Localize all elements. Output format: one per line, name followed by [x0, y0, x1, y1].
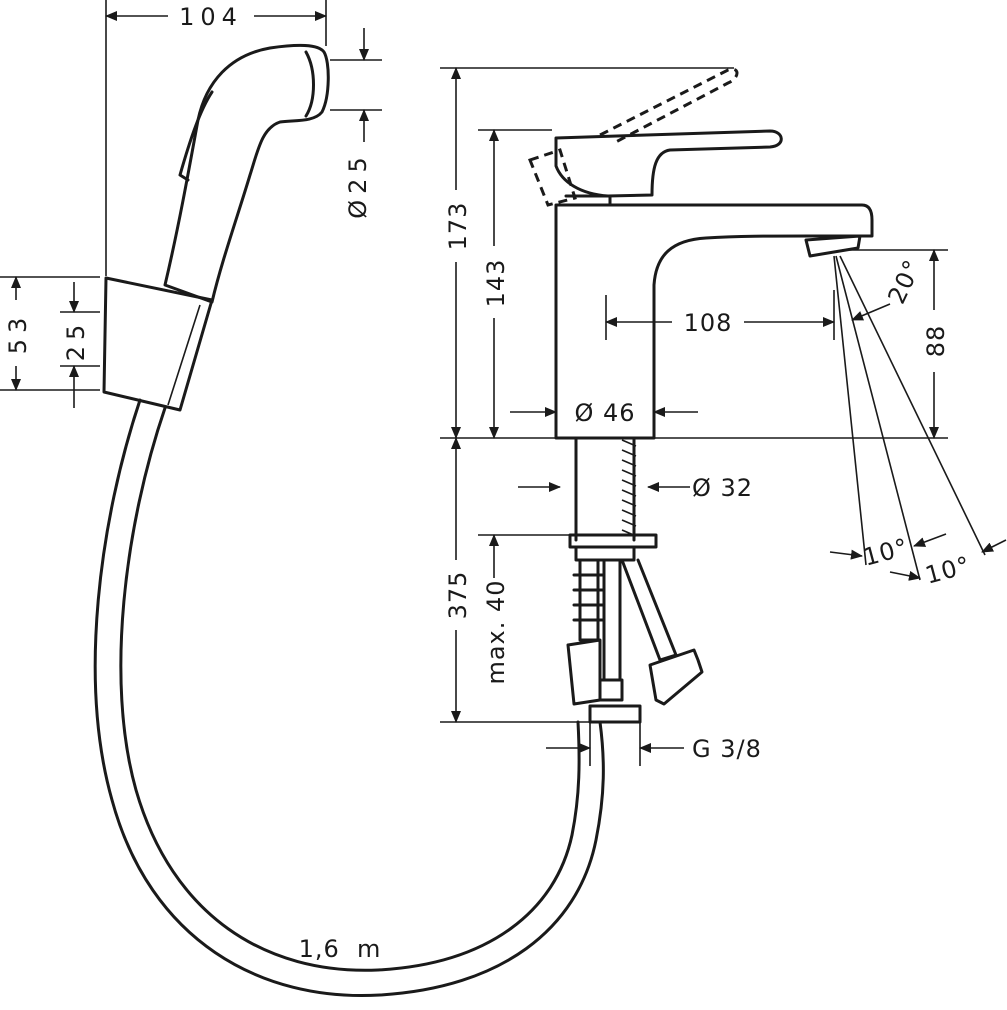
dim-10b-right [981, 539, 1007, 553]
label-spray-diameter: Ø25 [344, 151, 372, 218]
faucet [528, 67, 874, 440]
label-spray-angle: 20° [882, 255, 927, 308]
label-max-thickness: max. 40 [482, 579, 510, 684]
label-connection: G 3/8 [692, 735, 762, 763]
label-shank-length: 375 [444, 571, 472, 620]
dim-10a-left [829, 549, 863, 560]
label-hose-length: 1,6 m [299, 935, 382, 963]
lever-raised [528, 67, 739, 207]
label-angle-a: 10° [860, 533, 911, 572]
hose [93, 398, 605, 998]
spray-holder [102, 276, 214, 412]
label-spout-height: 88 [922, 325, 950, 358]
spray-head-detail [178, 50, 315, 182]
spray-head [163, 43, 330, 304]
aerator [804, 234, 862, 258]
hand-spray [102, 43, 330, 412]
spray-holder-edge [167, 304, 201, 406]
label-height-spout: 143 [482, 259, 510, 308]
connector-left [566, 638, 602, 706]
dim-10b-left [889, 570, 921, 581]
shank [574, 436, 636, 542]
hose-outer [93, 398, 605, 998]
spray-line-2 [835, 255, 921, 581]
shank-assembly [566, 436, 704, 724]
label-holder-inner: 25 [62, 319, 90, 362]
hose-inner [119, 406, 581, 972]
label-base-diameter: Ø 46 [574, 399, 635, 427]
connector-right [648, 648, 704, 706]
label-spray-width: 104 [179, 3, 243, 31]
dimension-lines [0, 0, 1007, 766]
supply-hose-center [602, 558, 622, 682]
labels: 104 Ø25 53 25 173 143 108 88 20° Ø 46 Ø … [4, 3, 974, 963]
spray-angle-lines [833, 255, 986, 581]
shank-thread [621, 439, 637, 537]
label-holder-height: 53 [4, 312, 32, 355]
lever-joint [564, 194, 612, 206]
label-angle-b: 10° [922, 551, 973, 590]
supply-hose-right [620, 558, 678, 662]
dim-10a-right [913, 533, 947, 547]
mounting-nut [568, 533, 658, 549]
label-shank-diameter: Ø 32 [692, 474, 753, 502]
label-height-total: 173 [444, 202, 472, 251]
mounting-washer [574, 545, 636, 562]
faucet-lever [554, 129, 783, 198]
dim-20-arrow [851, 303, 891, 321]
supply-hose-left [572, 558, 606, 642]
faucet-body [554, 203, 874, 440]
label-reach: 108 [684, 309, 733, 337]
spray-line-3 [839, 255, 986, 556]
spray-line-1 [833, 255, 867, 566]
